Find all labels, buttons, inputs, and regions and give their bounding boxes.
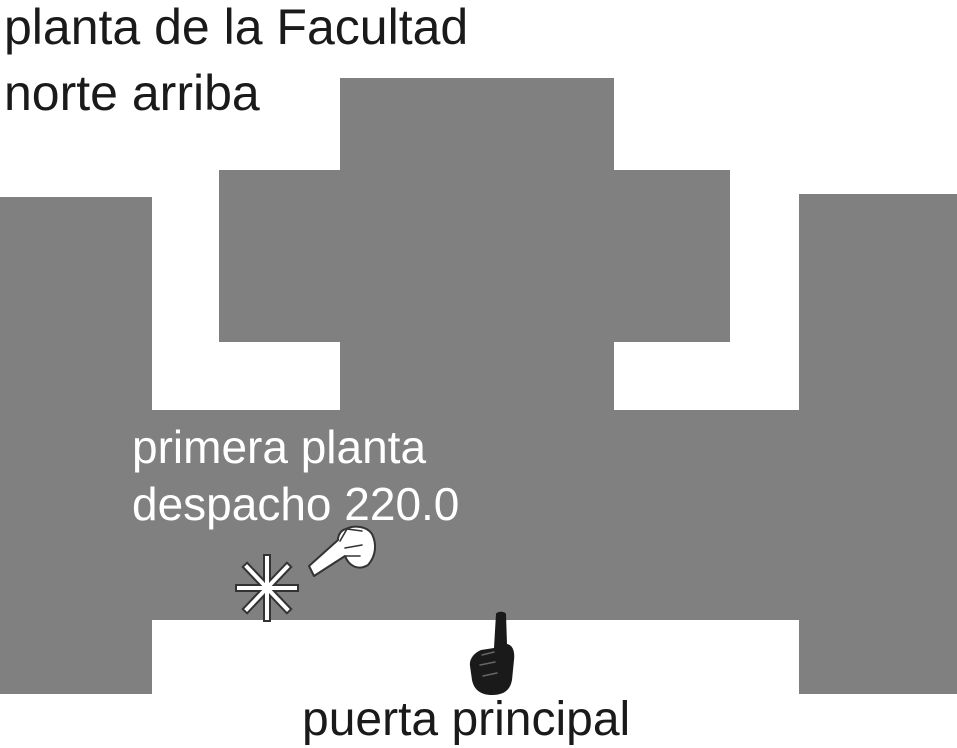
map-title: planta de la Facultad — [4, 0, 469, 55]
pointing-hand-left-icon — [308, 525, 377, 577]
north-tower — [340, 78, 614, 412]
pointing-hand-up-icon — [469, 611, 515, 695]
asterisk-icon — [235, 554, 299, 622]
orientation-note: norte arriba — [4, 65, 260, 121]
building-footprint — [0, 78, 957, 694]
main-corridor — [0, 410, 957, 620]
office-label: despacho 220.0 — [132, 478, 460, 530]
main-entrance-label: puerta principal — [302, 693, 631, 746]
floor-label: primera planta — [132, 421, 427, 473]
